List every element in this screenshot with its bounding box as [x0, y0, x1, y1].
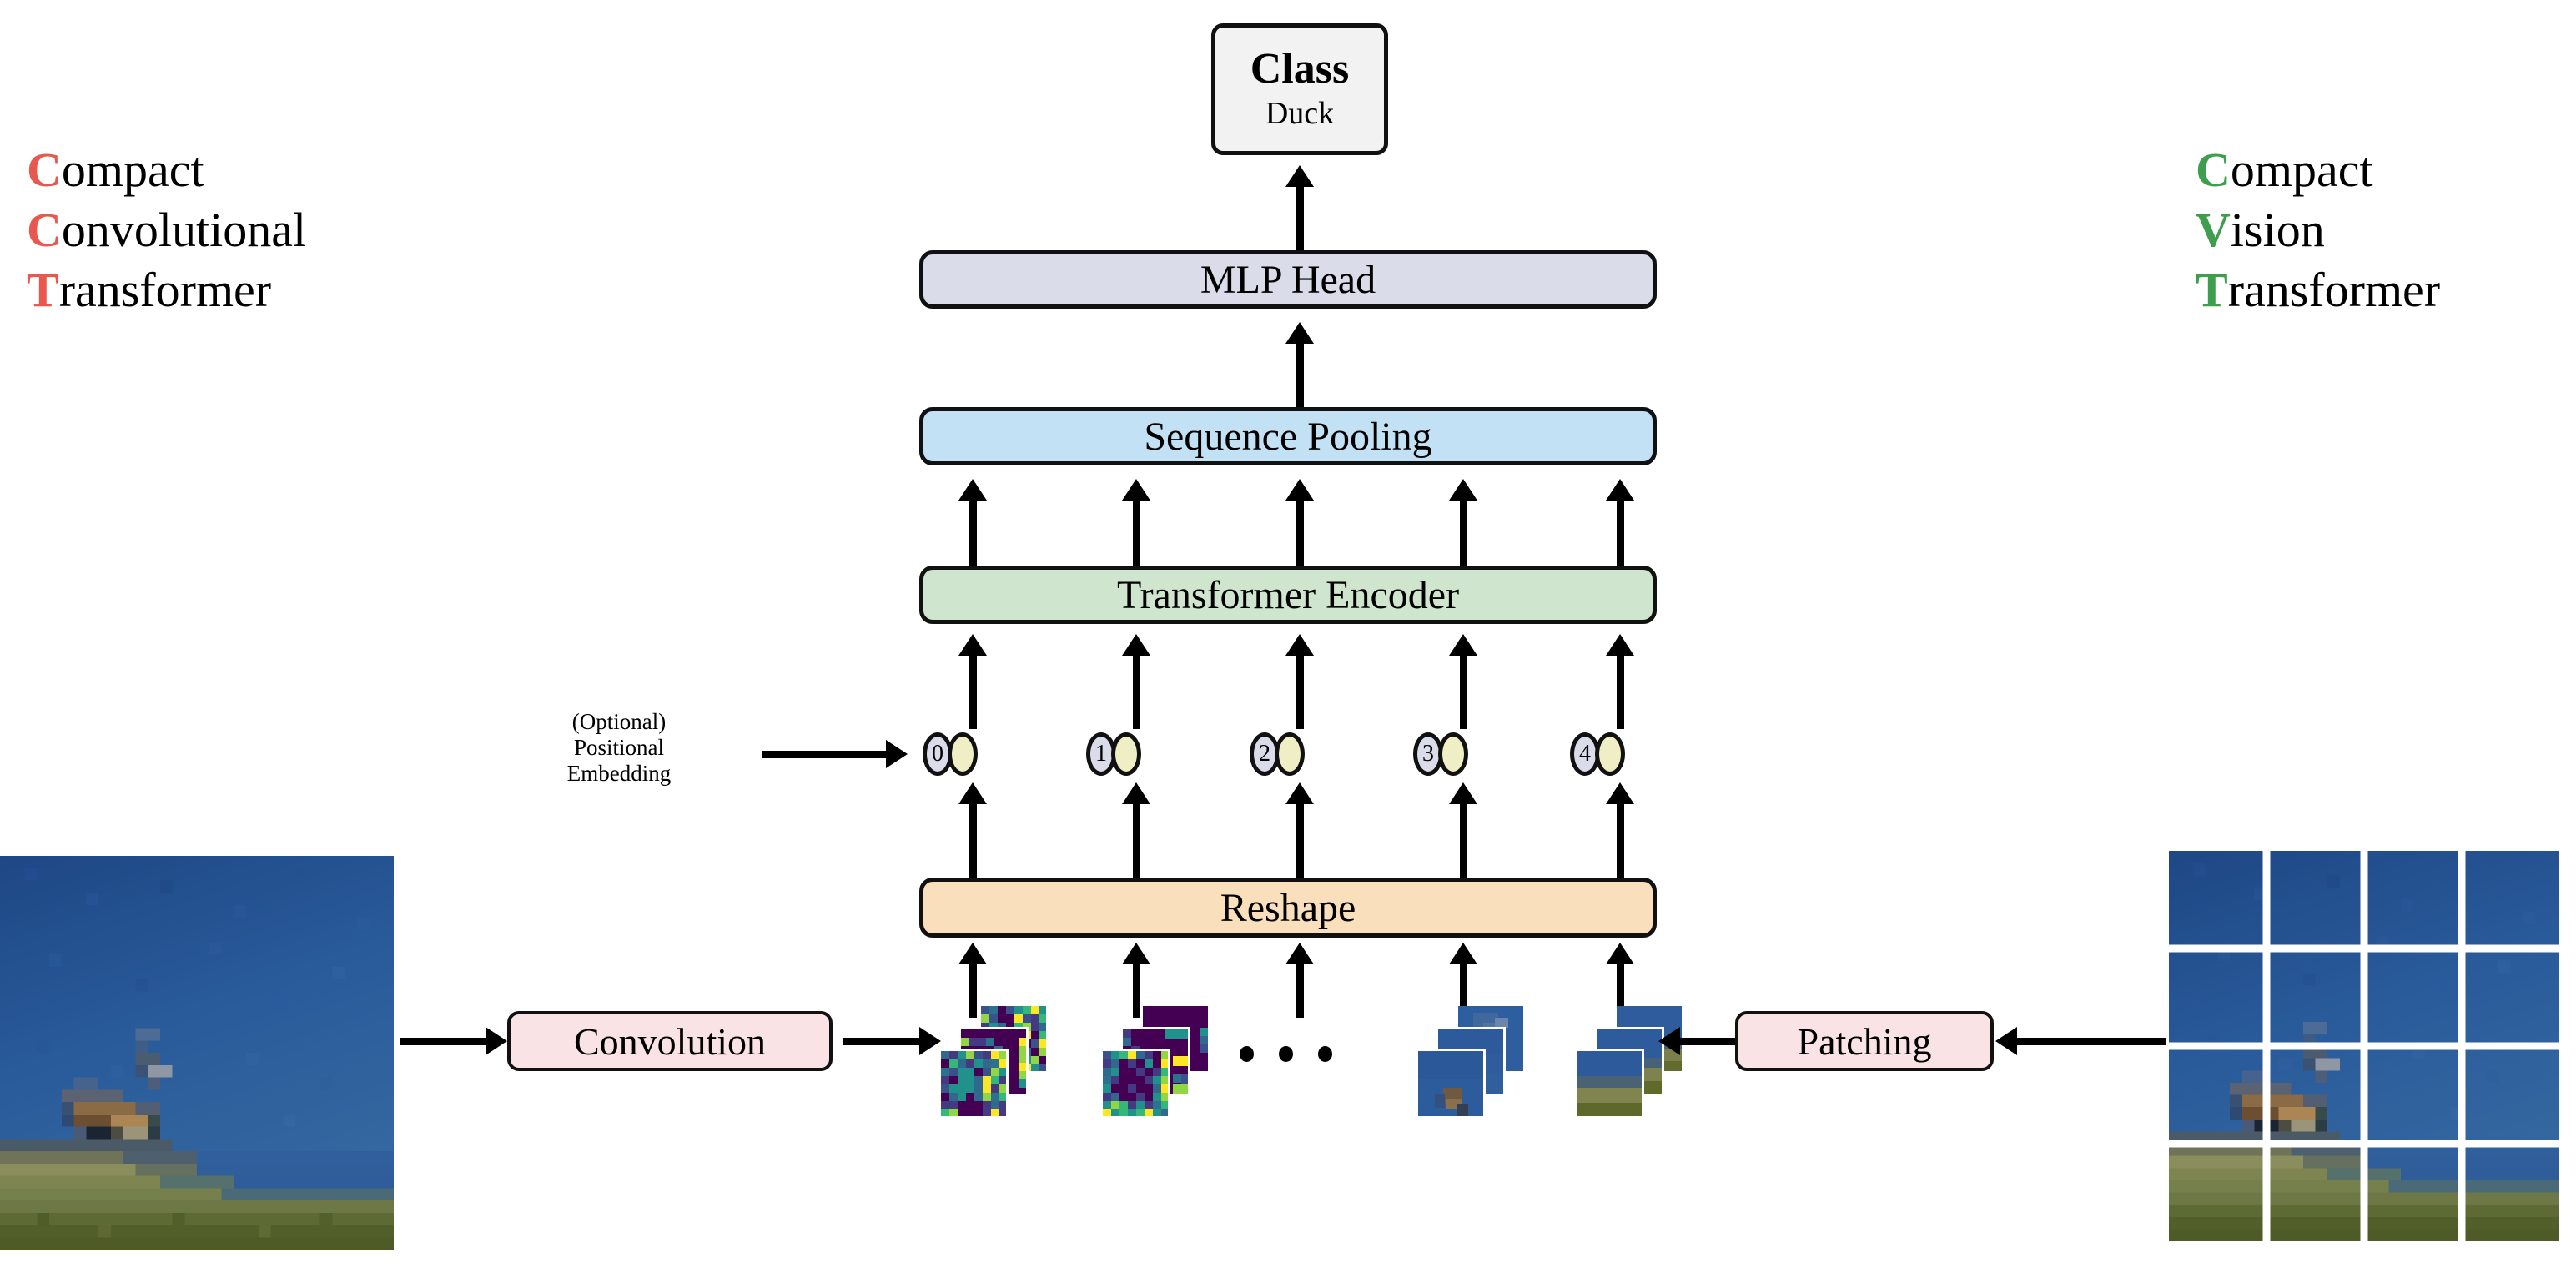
dot-0: [1240, 1046, 1254, 1062]
sequence-pooling-box: Sequence Pooling: [919, 407, 1657, 465]
arrow-image-to-convolution: [400, 1027, 507, 1055]
arrow-encoder-to-pool-2: [1285, 479, 1314, 566]
acronym-right-rest-2: ransformer: [2227, 263, 2441, 317]
token-2: 2: [1250, 732, 1305, 776]
acronym-left: Compact Convolutional Transformer: [27, 140, 306, 320]
arrow-encoder-to-pool-3: [1449, 479, 1477, 566]
acronym-right: Compact Vision Transformer: [2196, 140, 2440, 320]
acronym-left-rest-1: onvolutional: [61, 203, 307, 257]
acronym-right-initial-2: T: [2196, 263, 2228, 317]
convolution-label: Convolution: [573, 1019, 767, 1063]
mlp-head-box: MLP Head: [919, 250, 1657, 309]
arrow-stack-to-reshape-2: [1285, 943, 1314, 1018]
token-1: 1: [1086, 732, 1141, 776]
arrow-stack-to-reshape-0: [958, 943, 987, 1018]
dot-2: [1318, 1046, 1332, 1062]
position-index-0: 0: [932, 741, 943, 767]
position-index-3: 3: [1422, 741, 1434, 767]
feature-map-stack-0: [941, 1006, 1046, 1120]
acronym-left-line-0: Compact: [27, 140, 306, 200]
reshape-label: Reshape: [1220, 885, 1356, 930]
transformer-encoder-label: Transformer Encoder: [1116, 572, 1460, 617]
mlp-head-label: MLP Head: [1200, 257, 1376, 302]
feature-map-stack-1: [1103, 1006, 1208, 1120]
acronym-right-initial-0: C: [2196, 143, 2231, 197]
arrow-reshape-to-token-2: [1285, 782, 1314, 879]
arrow-encoder-to-pool-1: [1122, 479, 1150, 566]
class-output-box: Class Duck: [1211, 23, 1388, 155]
arrow-token-to-encoder-4: [1606, 634, 1634, 729]
position-index-1: 1: [1095, 741, 1107, 767]
embedding-pill-2: [1275, 732, 1305, 776]
arrow-mlp-to-class: [1285, 165, 1314, 250]
positional-embedding-caption-line-0: (Optional): [571, 709, 667, 734]
input-image: [0, 856, 394, 1250]
token-4: 4: [1570, 732, 1625, 776]
arrowhead-right-icon: [919, 1027, 941, 1055]
transformer-encoder-box: Transformer Encoder: [919, 566, 1657, 624]
acronym-left-initial-1: C: [27, 203, 62, 257]
embedding-pill-3: [1438, 732, 1468, 776]
token-0: 0: [923, 732, 978, 776]
arrow-token-to-encoder-1: [1122, 634, 1150, 729]
arrowhead-left-icon: [1658, 1027, 1680, 1055]
arrow-stack-to-reshape-4: [1606, 943, 1634, 1018]
acronym-left-rest-0: ompact: [61, 143, 204, 197]
convolution-box: Convolution: [507, 1011, 833, 1071]
arrowhead-left-icon: [1995, 1027, 2017, 1055]
arrowhead-right-icon: [486, 1027, 507, 1055]
acronym-right-line-2: Transformer: [2196, 260, 2440, 320]
arrow-reshape-to-token-3: [1449, 782, 1477, 879]
acronym-left-initial-0: C: [27, 143, 62, 197]
dot-1: [1279, 1046, 1293, 1062]
acronym-right-line-1: Vision: [2196, 200, 2440, 260]
arrow-reshape-to-token-1: [1122, 782, 1150, 879]
patch-stack-0: [1418, 1006, 1523, 1120]
embedding-pill-0: [948, 732, 978, 776]
arrow-stack-to-reshape-3: [1449, 943, 1477, 1018]
arrow-stack-to-reshape-1: [1122, 943, 1150, 1018]
position-index-4: 4: [1579, 741, 1591, 767]
arrow-token-to-encoder-2: [1285, 634, 1314, 729]
class-value: Duck: [1265, 96, 1335, 131]
positional-embedding-caption: (Optional) Positional Embedding: [527, 709, 711, 787]
acronym-left-initial-2: T: [27, 263, 59, 317]
embedding-pill-1: [1111, 732, 1141, 776]
arrow-reshape-to-token-4: [1606, 782, 1634, 879]
patched-image: [2169, 851, 2559, 1241]
arrow-encoder-to-pool-0: [958, 479, 987, 566]
ellipsis-dots: [1240, 1046, 1332, 1062]
arrowhead-right-icon: [886, 740, 908, 768]
acronym-left-line-2: Transformer: [27, 260, 306, 320]
acronym-right-rest-0: ompact: [2230, 143, 2373, 197]
reshape-box: Reshape: [919, 878, 1657, 938]
arrow-token-to-encoder-0: [958, 634, 987, 729]
arrow-caption-to-tokens: [762, 740, 908, 768]
arrow-reshape-to-token-0: [958, 782, 987, 879]
arrow-patching-to-patches: [1658, 1027, 1735, 1055]
patching-box: Patching: [1735, 1011, 1994, 1071]
acronym-right-line-0: Compact: [2196, 140, 2440, 200]
positional-embedding-caption-line-2: Embedding: [566, 761, 672, 786]
acronym-right-initial-1: V: [2196, 203, 2231, 257]
acronym-left-line-1: Convolutional: [27, 200, 306, 260]
arrow-pool-to-mlp: [1285, 322, 1314, 407]
positional-embedding-caption-line-1: Positional: [573, 735, 664, 760]
token-3: 3: [1413, 732, 1468, 776]
arrow-encoder-to-pool-4: [1606, 479, 1634, 566]
class-label: Class: [1250, 45, 1350, 93]
sequence-pooling-label: Sequence Pooling: [1144, 414, 1432, 459]
acronym-left-rest-2: ransformer: [58, 263, 272, 317]
arrow-convolution-to-featuremaps: [843, 1027, 941, 1055]
patch-stack-1: [1577, 1006, 1682, 1120]
arrow-token-to-encoder-3: [1449, 634, 1477, 729]
arrow-patchedimage-to-patching: [1995, 1027, 2166, 1055]
position-index-2: 2: [1259, 741, 1270, 767]
acronym-right-rest-1: ision: [2230, 203, 2325, 257]
embedding-pill-4: [1595, 732, 1625, 776]
patching-label: Patching: [1797, 1019, 1932, 1063]
